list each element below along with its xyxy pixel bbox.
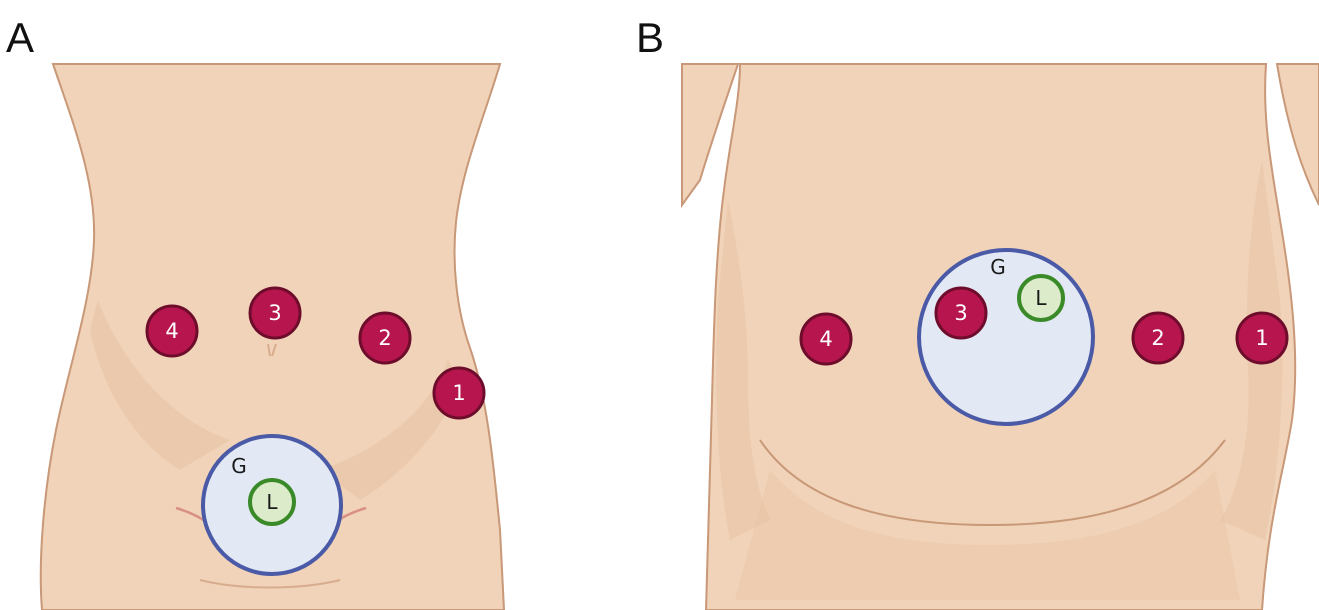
port-a-3: 3 xyxy=(250,288,300,338)
port-number: 4 xyxy=(165,319,178,343)
panel-b-label: B xyxy=(636,14,664,61)
port-b-2: 2 xyxy=(1133,313,1183,363)
right-arm-b xyxy=(1277,64,1319,205)
port-number: 1 xyxy=(1255,326,1268,350)
large-region-label-b: G xyxy=(990,255,1006,279)
panel-a: A G L 4 3 2 1 xyxy=(6,14,504,610)
small-region-label-b: L xyxy=(1035,286,1047,310)
small-region-label-a: L xyxy=(266,490,278,514)
port-b-3: 3 xyxy=(936,288,986,338)
port-a-1: 1 xyxy=(434,368,484,418)
panel-b: B G L 4 3 2 1 xyxy=(636,14,1319,610)
port-number: 3 xyxy=(954,301,967,325)
large-region-label-a: G xyxy=(231,454,247,478)
port-number: 4 xyxy=(819,327,832,351)
port-a-2: 2 xyxy=(360,313,410,363)
large-region-circle-b xyxy=(919,250,1093,424)
port-number: 3 xyxy=(268,301,281,325)
port-number: 2 xyxy=(1151,326,1164,350)
port-number: 1 xyxy=(452,381,465,405)
port-number: 2 xyxy=(378,326,391,350)
port-b-4: 4 xyxy=(801,314,851,364)
port-b-1: 1 xyxy=(1237,313,1287,363)
port-a-4: 4 xyxy=(147,306,197,356)
panel-a-label: A xyxy=(6,14,34,61)
